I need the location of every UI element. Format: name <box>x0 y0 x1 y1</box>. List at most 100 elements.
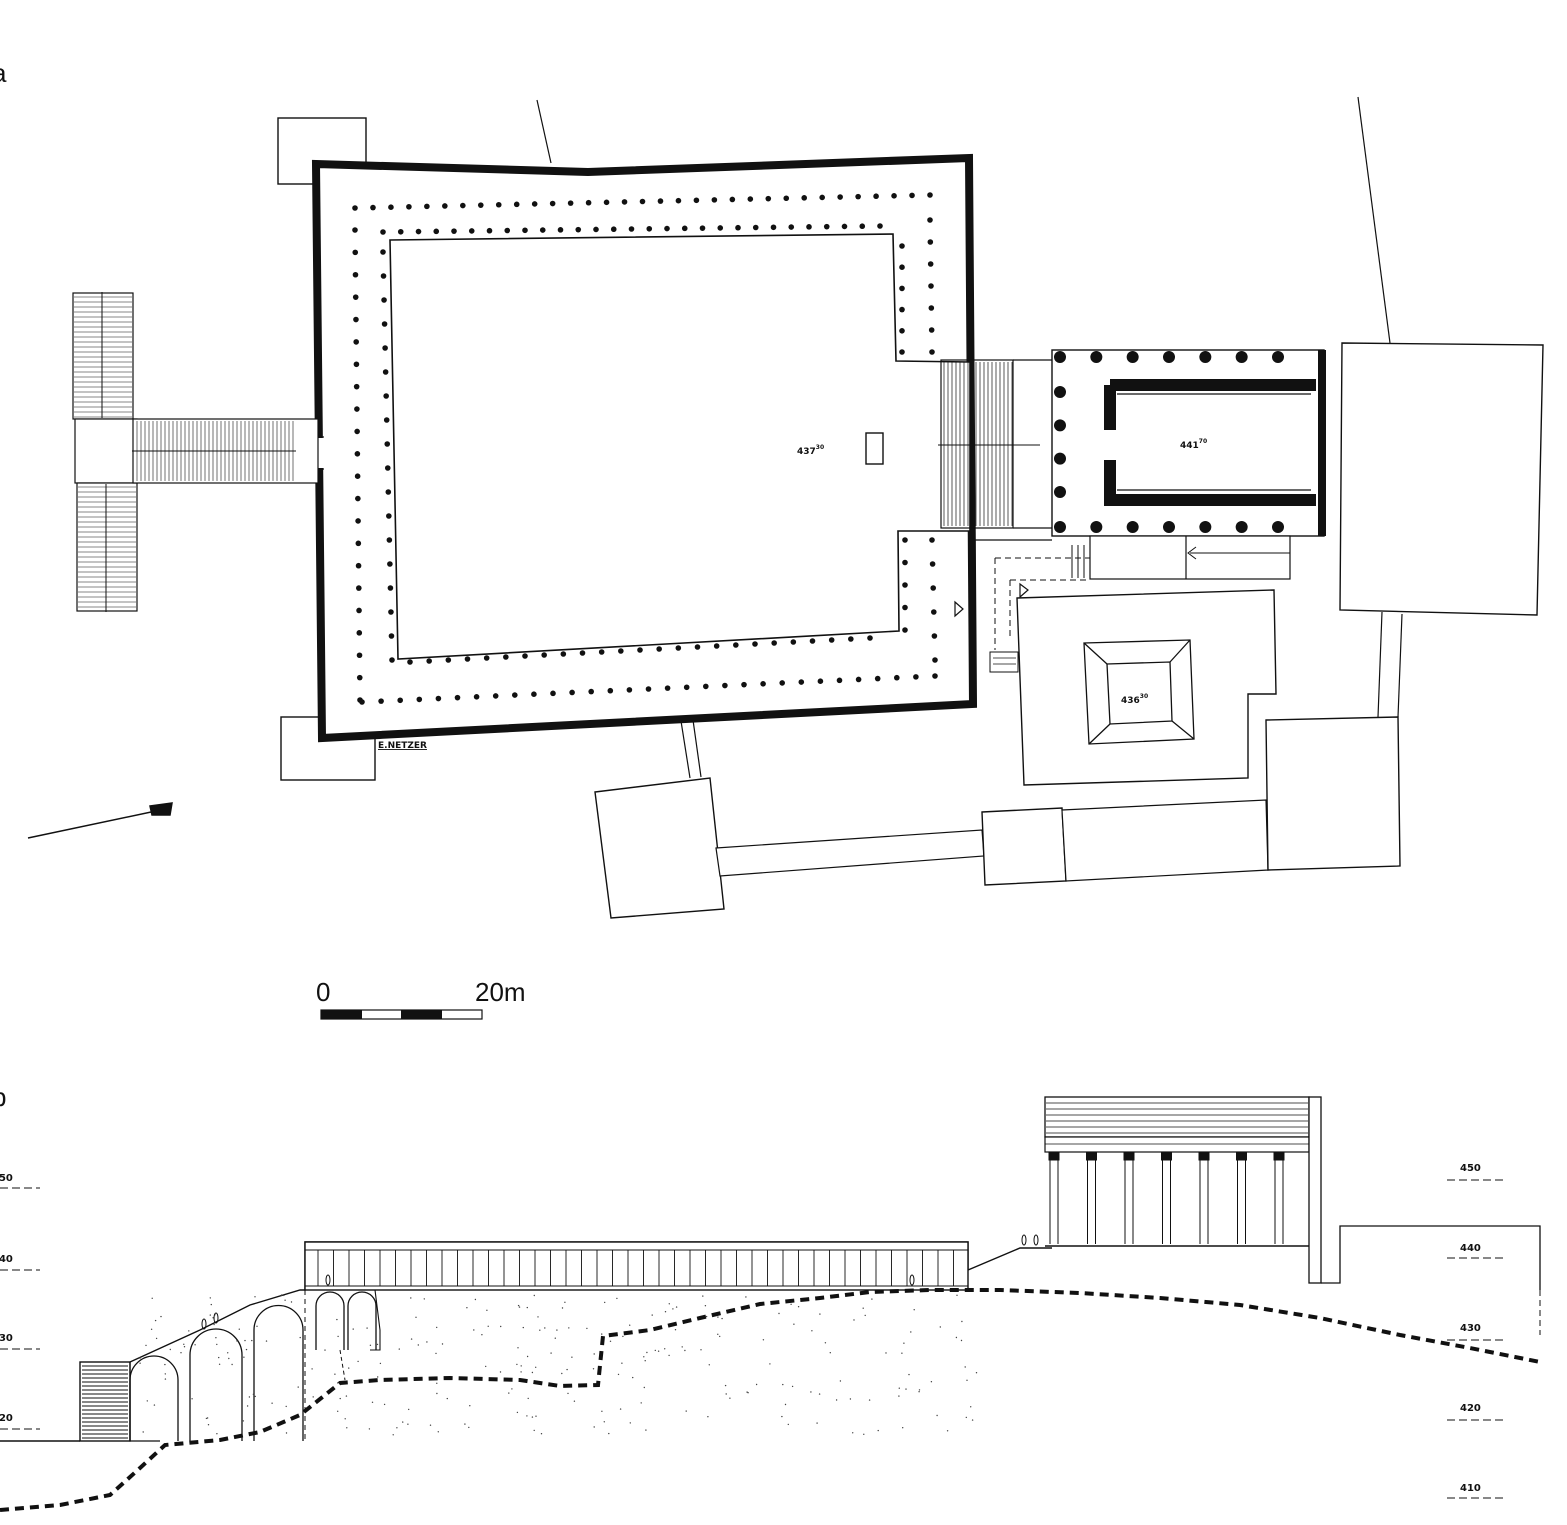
colonnade-column <box>416 696 423 703</box>
level-label-right-410: 410 <box>1460 1483 1481 1494</box>
colonnade-column <box>752 641 758 647</box>
colonnade-column <box>646 225 653 232</box>
south-passage <box>1089 535 1291 580</box>
colonnade-column <box>445 657 452 663</box>
colonnade-column <box>902 627 908 633</box>
colonnade-column <box>801 195 808 201</box>
temple-cella-walls <box>1104 379 1316 506</box>
colonnade-column <box>473 694 480 700</box>
colonnade-column <box>354 473 361 479</box>
colonnade-column <box>593 226 599 233</box>
colonnade-column <box>378 698 384 704</box>
level-label-right-430: 430 <box>1460 1323 1481 1334</box>
colonnade-column <box>729 196 736 203</box>
colonnade-column <box>356 585 362 591</box>
colonnade-column <box>928 305 935 311</box>
colonnade-column <box>386 537 393 543</box>
colonnade-column <box>675 645 682 651</box>
colonnade-column <box>1054 521 1066 533</box>
colonnade-column <box>927 239 934 245</box>
section-level-labels-right: 450 440 430 420 410 <box>1460 1163 1481 1494</box>
colonnade-column <box>353 361 360 368</box>
colonnade-column <box>383 393 389 399</box>
colonnade-column <box>385 489 392 495</box>
section-level-marks-left <box>0 1187 40 1430</box>
colonnade-column <box>927 192 933 198</box>
colonnade-column <box>699 225 706 231</box>
colonnade-column <box>352 294 359 300</box>
colonnade-column <box>855 193 861 200</box>
colonnade-column <box>1054 452 1066 465</box>
colonnade-column <box>1272 351 1284 363</box>
colonnade-column <box>874 675 881 682</box>
colonnade-column <box>356 674 363 681</box>
section-human-figures <box>201 1234 1039 1330</box>
colonnade-column <box>645 686 652 692</box>
colonnade-column <box>504 227 511 234</box>
level-label-left-420: 420 <box>0 1413 13 1424</box>
colonnade-column <box>828 637 835 643</box>
colonnade-column <box>779 680 785 686</box>
colonnade-column <box>693 197 700 204</box>
level-label-right-420: 420 <box>1460 1403 1481 1414</box>
colonnade-column <box>460 202 466 209</box>
colonnade-column <box>435 695 442 702</box>
north-arrow-icon <box>27 802 173 839</box>
reference-line-left <box>536 99 552 164</box>
colonnade-column <box>380 229 386 235</box>
colonnade-column <box>841 223 848 230</box>
colonnade-column <box>352 249 359 256</box>
colonnade-column <box>579 650 586 656</box>
colonnade-column <box>598 649 605 655</box>
colonnade-column <box>531 201 538 207</box>
colonnade-column <box>382 369 389 375</box>
colonnade-column <box>381 321 388 327</box>
colonnade-column <box>355 540 362 547</box>
colonnade-column <box>929 349 935 355</box>
colonnade-column <box>1163 521 1175 533</box>
colonnade-column <box>877 223 883 229</box>
colonnade-column <box>569 689 575 696</box>
temple-columns <box>1054 351 1284 533</box>
scale-bar: 0 20m <box>316 977 526 1020</box>
south-corridor <box>715 829 985 877</box>
colonnade-column <box>927 217 933 223</box>
colonnade-column <box>387 585 394 591</box>
great-altar <box>1083 639 1195 745</box>
level-label-left-440: 440 <box>0 1254 13 1265</box>
stair-courtyard-to-temple <box>938 359 1052 529</box>
level-label-left-430: 430 <box>0 1333 13 1344</box>
colonnade-column <box>932 657 938 663</box>
colonnade-column <box>464 656 471 662</box>
level-label-right-450: 450 <box>1460 1163 1481 1174</box>
colonnade-column <box>454 694 461 701</box>
colonnade-column <box>384 465 391 471</box>
colonnade-column <box>848 636 854 642</box>
colonnade-column <box>770 224 777 231</box>
colonnade-column <box>486 227 493 234</box>
colonnade-column <box>567 200 574 206</box>
colonnade-column <box>809 638 816 644</box>
colonnade-column <box>1272 521 1284 533</box>
colonnade-column <box>381 297 387 303</box>
section-level-marks-right <box>1447 1179 1504 1499</box>
colonnade-column <box>902 582 908 588</box>
colonnade-column <box>639 198 646 205</box>
colonnade-column <box>354 406 360 412</box>
colonnade-column <box>522 227 528 234</box>
colonnade-column <box>788 224 795 230</box>
panel-label-a: a <box>0 58 7 88</box>
colonnade-column <box>902 559 908 566</box>
colonnade-column <box>790 639 797 645</box>
colonnade-column <box>380 249 386 255</box>
colonnade-column <box>451 228 457 234</box>
colonnade-column <box>370 204 376 211</box>
colonnade-column <box>549 200 556 207</box>
colonnade-column <box>1126 521 1139 533</box>
colonnade-column <box>382 345 388 351</box>
colonnade-column <box>806 224 812 230</box>
colonnade-column <box>618 648 624 654</box>
colonnade-column <box>894 674 900 681</box>
colonnade-column <box>575 226 582 233</box>
colonnade-column <box>359 699 365 705</box>
